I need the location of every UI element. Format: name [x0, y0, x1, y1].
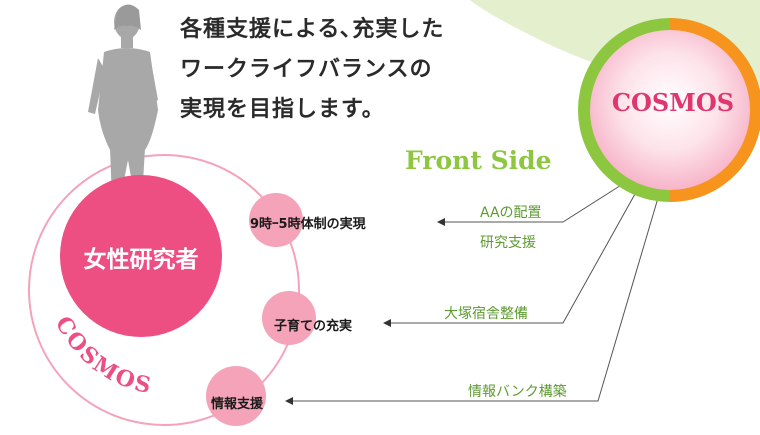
support-label-info-bank: 情報バンク構築: [468, 384, 567, 400]
arrow-heads: [285, 218, 445, 405]
support-label-dormitory: 大塚宿舎整備: [444, 306, 528, 322]
support-label-research: 研究支援: [480, 235, 536, 251]
connector-lines: [293, 181, 659, 402]
headline: 各種支援による､充実した ワークライフバランスの 実現を目指します。: [180, 10, 444, 130]
headline-line-1: 各種支援による､充実した: [180, 17, 445, 42]
node-label-childcare: 子育ての充実: [274, 319, 353, 334]
headline-line-2: ワークライフバランスの: [180, 57, 433, 82]
cosmos-logo-text: COSMOS: [611, 88, 735, 117]
front-side-title: Front Side: [405, 146, 552, 175]
node-label-info-support: 情報支援: [211, 397, 264, 412]
node-circle-info-support: [206, 366, 266, 426]
women-researcher-label: 女性研究者: [83, 247, 199, 273]
node-label-work-hours: 9時ｰ5時体制の実現: [250, 217, 366, 232]
women-researcher-circle: [60, 175, 222, 337]
cosmos-outer-ring: [28, 154, 300, 426]
node-circle-childcare: [262, 291, 316, 345]
support-label-aa: AAの配置: [480, 205, 542, 221]
woman-silhouette-icon: [88, 4, 158, 200]
cosmos-logo-badge: [578, 18, 760, 202]
headline-line-3: 実現を目指します。: [180, 97, 385, 122]
node-circle-work-hours: [249, 193, 303, 247]
